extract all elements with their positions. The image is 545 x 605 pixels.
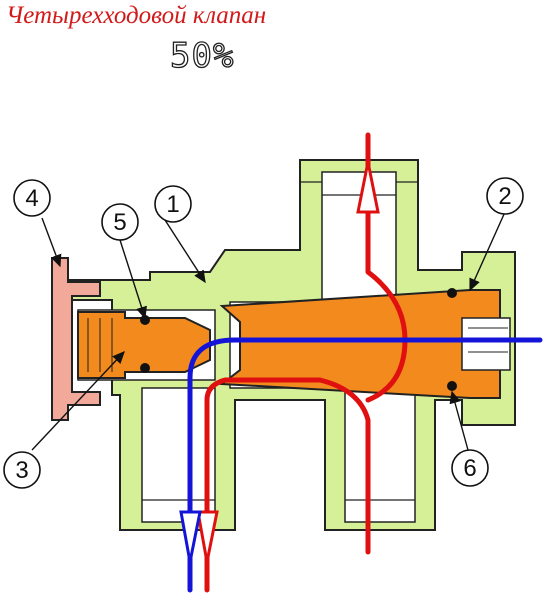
- o-ring-part-6: [447, 381, 457, 391]
- callout-circle-3: [3, 451, 41, 489]
- diagram-title: Четырехходовой клапан: [6, 2, 267, 29]
- top-port: [321, 171, 397, 303]
- leader-3: [31, 350, 125, 451]
- callout-circle-1: [154, 185, 192, 223]
- callout-number-5: 5: [113, 209, 126, 236]
- cold-flow-line: [187, 337, 543, 593]
- leader-2: [469, 211, 506, 292]
- callout-number-6: 6: [463, 455, 476, 482]
- leader-5: [119, 239, 147, 320]
- leader-1: [164, 219, 206, 284]
- callout-circle-6: [451, 449, 489, 487]
- hot-flow-arrow-up: [356, 161, 380, 214]
- bottom-left-port: [141, 387, 216, 523]
- o-ring-lower-left: [140, 363, 150, 373]
- callout-circle-4: [13, 179, 51, 217]
- cap-part-4: [51, 257, 101, 421]
- leader-4: [41, 217, 62, 268]
- callout-number-3: 3: [15, 457, 28, 484]
- spool-end-plug: [461, 317, 511, 371]
- callout-number-1: 1: [166, 191, 179, 218]
- bottom-right-port: [344, 387, 416, 523]
- hot-flow-arrow-down: [196, 510, 219, 563]
- cold-flow-arrow-down: [179, 510, 202, 563]
- o-ring-part-2: [447, 288, 457, 298]
- callout-circle-2: [486, 177, 524, 215]
- leader-6: [449, 390, 469, 451]
- scale-label: 50%: [169, 35, 235, 76]
- callout-circle-5: [101, 203, 139, 241]
- callout-number-2: 2: [498, 183, 511, 210]
- callout-number-4: 4: [25, 185, 38, 212]
- spool-left-part-3: [77, 311, 211, 379]
